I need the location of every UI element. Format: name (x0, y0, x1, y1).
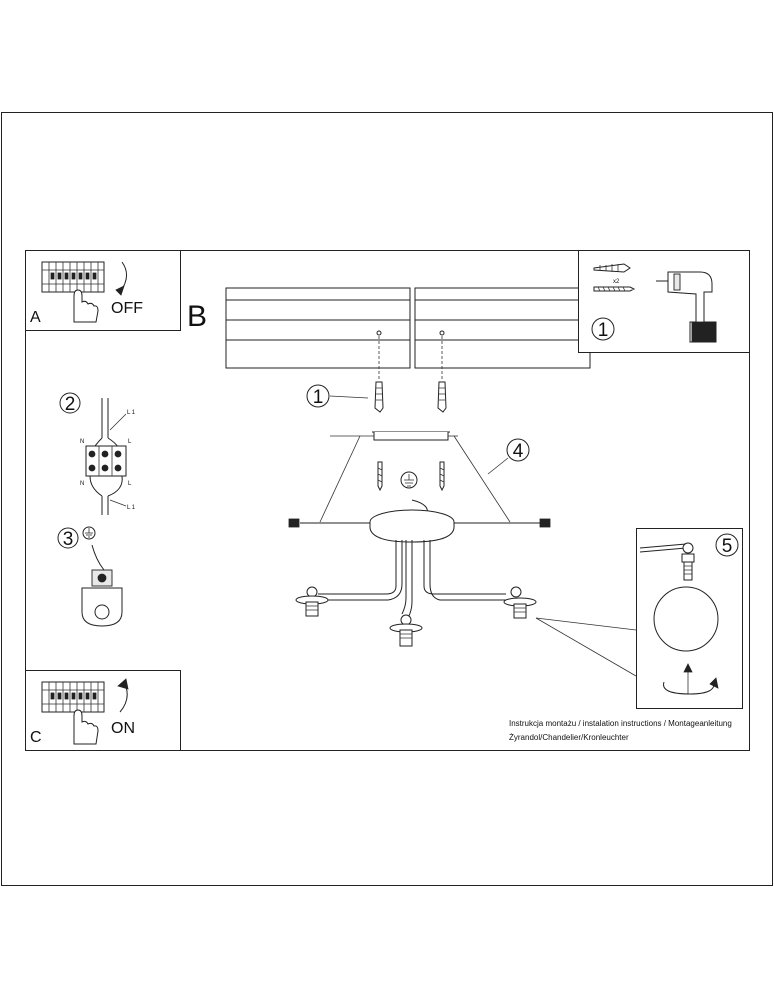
ceiling-hole (376, 330, 382, 336)
wall-plug-icon (374, 381, 384, 413)
rod-end-screw (288, 518, 300, 528)
wiring-diagram: 2 L 1 N L N L L 1 (59, 392, 136, 515)
panel-a-frame (25, 250, 181, 331)
hand-icon (73, 289, 99, 323)
step-1-kit-number: 1 (598, 320, 609, 341)
bulb-icon (653, 586, 719, 652)
step-4-badge (506, 438, 530, 462)
wall-plug-icon (593, 263, 631, 273)
step-2-number: 2 (65, 394, 76, 415)
panel-c-frame (25, 670, 181, 751)
chandelier: 4 (288, 431, 551, 647)
ground-step: 3 (57, 526, 123, 627)
wire-label-neutral-top: N (80, 439, 84, 445)
rotate-arrow-head (117, 678, 129, 690)
step-3-number: 3 (63, 529, 74, 550)
caption-line-2: Żyrandol/Chandelier/Kronleuchter (509, 733, 629, 742)
panel-c-letter: C (30, 729, 42, 746)
page-border (1, 112, 773, 886)
ceiling-hole (439, 330, 445, 336)
ground-symbol-icon (400, 471, 418, 489)
rod-end-screw (539, 518, 551, 528)
breaker-panel-icon (41, 261, 105, 293)
panel-c: C ON (25, 670, 181, 751)
step-5-number: 5 (722, 536, 733, 557)
kit-quantity: x2 (613, 279, 620, 285)
step-5-badge (715, 533, 739, 557)
hand-icon (73, 709, 99, 745)
kit-panel: x2 1 (578, 250, 750, 353)
drill-icon (656, 271, 717, 343)
caption-line-1: Instrukcja montażu / instalation instruc… (509, 719, 732, 728)
step-3-badge (57, 527, 79, 549)
screw-icon (593, 286, 636, 292)
terminal-block-icon (85, 445, 127, 477)
dowel-step: 1 (306, 381, 447, 413)
screw-icon (439, 461, 445, 492)
rotate-arrow-icon (663, 681, 715, 695)
panel-a-action: OFF (111, 300, 143, 317)
wire-label-neutral-bottom: N (80, 481, 84, 487)
step-1-badge (306, 384, 330, 408)
socket-middle (389, 623, 423, 647)
panel-c-action: ON (111, 720, 135, 737)
panel-b-letter: B (187, 300, 207, 333)
rotate-arrow-head (115, 285, 125, 296)
step-4-number: 4 (513, 441, 524, 462)
wire-label-live-bottom-2: L 1 (127, 505, 136, 511)
ground-symbol-icon (82, 526, 96, 540)
wire-label-live-mid: L (128, 439, 132, 445)
wall-plug-icon (437, 381, 447, 413)
step-2-badge (59, 392, 81, 414)
panel-a: A OFF (25, 250, 181, 331)
socket-left (295, 595, 329, 617)
wire-label-live-bottom: L (128, 481, 132, 487)
ground-clamp-icon (81, 569, 123, 627)
breaker-panel-icon (41, 681, 105, 713)
ceiling (225, 287, 591, 380)
diagram-frame (25, 250, 750, 751)
socket-right (503, 597, 537, 619)
step-1-number: 1 (313, 387, 324, 408)
screw-icon (377, 461, 383, 492)
bulb-detail: 5 (535, 528, 743, 709)
panel-a-letter: A (30, 309, 41, 326)
wire-label-live-top: L 1 (127, 410, 136, 416)
step-1-kit-badge (591, 317, 615, 341)
